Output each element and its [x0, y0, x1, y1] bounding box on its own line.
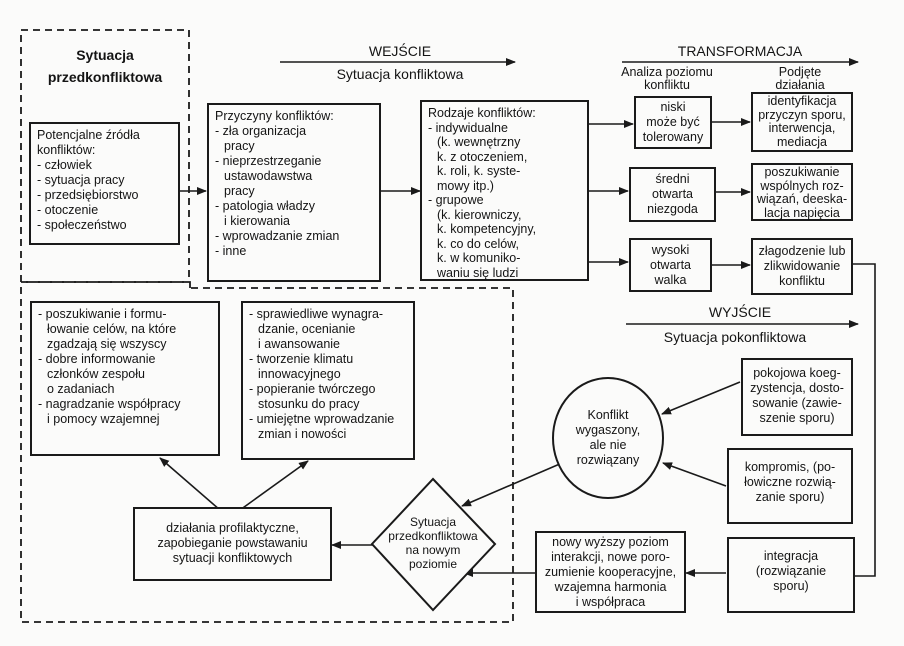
level-low-box: niski może być tolerowany [634, 96, 712, 149]
conflict-types-box: Rodzaje konfliktów: - indywidualne (k. w… [420, 100, 589, 281]
level-analysis-title: Analiza poziomu konfliktu [621, 65, 713, 92]
source-item: - sytuacja pracy [37, 173, 125, 187]
result-integration-box: integracja (rozwiązanie sporu) [727, 537, 855, 613]
level-high-box: wysoki otwarta walka [629, 238, 712, 292]
connector-action3-to-results [853, 263, 876, 577]
diamond-text: Sytuacja przedkonfliktowa na nowym pozio… [388, 515, 478, 571]
prevention-item: - poszukiwanie i formu-łowanie celów, na… [38, 307, 177, 351]
source-item: - przedsiębiorstwo [37, 188, 139, 202]
input-title: WEJŚCIE [368, 43, 432, 59]
result-peaceful-box: pokojowa koeg- zystencja, dosto- sowanie… [741, 358, 853, 436]
cause-item: - wprowadzanie zmian [215, 229, 340, 243]
cause-item: - inne [215, 244, 247, 258]
pre-conflict-title: Sytuacja przedkonfliktowa [47, 47, 163, 85]
prevention-action-box: działania profilaktyczne, zapobieganie p… [133, 507, 332, 581]
potential-sources-box: Potencjalne źródła konfliktów: - człowie… [29, 122, 180, 245]
new-level-diamond [370, 477, 497, 612]
arrow-prevention-to-right-box [239, 460, 309, 511]
arrow-kompromis-to-ellipse [662, 462, 727, 487]
input-subtitle: Sytuacja konfliktowa [336, 66, 464, 82]
source-item: - społeczeństwo [37, 218, 127, 232]
ellipse-text: Konflikt wygaszony, ale nie rozwiązany [575, 408, 641, 467]
actions-taken-title: Podjęte działania [775, 65, 825, 92]
output-subtitle: Sytuacja pokonfliktowa [663, 329, 807, 345]
extinguished-conflict-ellipse [552, 377, 664, 499]
arrow-ellipse-to-diamond [461, 462, 563, 507]
transformation-title: TRANSFORMACJA [677, 43, 803, 59]
output-title: WYJŚCIE [708, 304, 772, 320]
action-mitigation-box: złagodzenie lub zlikwidowanie konfliktu [751, 238, 853, 295]
arrow-pokojowa-to-ellipse [661, 381, 741, 415]
result-compromise-box: kompromis, (po- łowiczne rozwią- zanie s… [727, 448, 853, 524]
arrow-prevention-to-left-box [159, 457, 221, 511]
action-common-solutions-box: poszukiwanie wspólnych roz- wiązań, dees… [751, 163, 853, 221]
source-item: - człowiek [37, 158, 92, 172]
prevention-left-box: - poszukiwanie i formu-łowanie celów, na… [30, 301, 220, 456]
prevention-right-box: - sprawiedliwe wynagra-dzanie, ocenianie… [241, 301, 415, 460]
prevention-item: - sprawiedliwe wynagra-dzanie, ocenianie… [249, 307, 384, 351]
new-level-interaction-box: nowy wyższy poziom interakcji, nowe poro… [535, 531, 686, 613]
source-item: - otoczenie [37, 203, 99, 217]
prevention-dashed-region [20, 281, 514, 623]
level-medium-box: średni otwarta niezgoda [629, 167, 716, 222]
action-identification-box: identyfikacja przyczyn sporu, interwencj… [751, 92, 853, 152]
